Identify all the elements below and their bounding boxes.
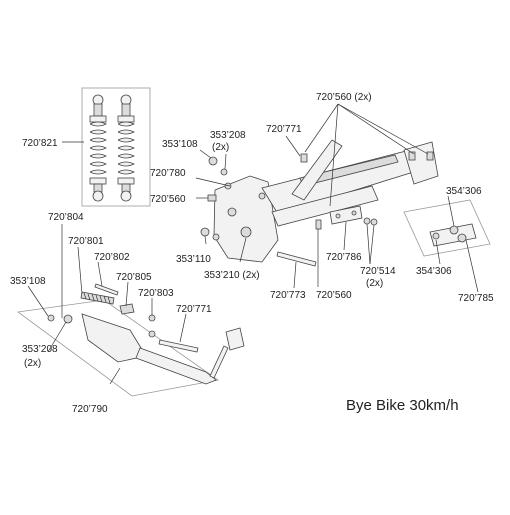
rear-bracket <box>403 141 439 185</box>
label-block: 720’805 <box>116 272 152 283</box>
label-end-cap: 354’306 <box>446 186 482 197</box>
stand-clip <box>148 330 156 338</box>
nut-mid-left <box>200 227 210 237</box>
nut-left <box>207 194 217 202</box>
label-clip-mid: 720’560 <box>316 290 352 301</box>
label-plate-mid: 720’786 <box>326 252 362 263</box>
part-labels: 720’821 353’108 353’208 (2x) 720’771 720… <box>10 92 494 415</box>
cap-right <box>432 232 440 240</box>
label-plate-left: 720’780 <box>150 168 186 179</box>
label-bolt-mid: 353’210 (2x) <box>204 270 260 281</box>
shock-absorber-right <box>117 94 135 202</box>
nut-top-left <box>208 156 218 166</box>
leader-lines <box>27 103 479 385</box>
stand-pin <box>158 339 199 353</box>
label-stand-top: 720’804 <box>48 212 84 223</box>
spring-pin <box>94 283 119 296</box>
label-cap-right: 354’306 <box>416 266 452 277</box>
right-bar-group <box>403 199 491 257</box>
label-nut-left: 720’560 <box>150 194 186 205</box>
label-stand-clip: 720’803 <box>138 288 174 299</box>
diagram-title: Bye Bike 30km/h <box>346 397 459 414</box>
washer-top-left-2 <box>224 182 232 190</box>
stand-clip-2 <box>148 314 156 322</box>
block <box>119 303 135 315</box>
clip-mid <box>315 219 322 230</box>
stand-leg <box>135 347 217 385</box>
stand-bolt-left <box>47 314 55 322</box>
shock-absorber-group <box>62 87 151 207</box>
label-stand-bolt-left: 353’108 <box>10 276 46 287</box>
label-brackets-top: 720’560 (2x) <box>316 92 372 103</box>
pin-mid <box>276 251 317 267</box>
label-stand-pin: 720’771 <box>176 304 212 315</box>
washer-mid-left <box>212 233 220 241</box>
label-bar-right: 720’785 <box>458 293 494 304</box>
label-arm-top: 720’771 <box>266 124 302 135</box>
label-stand-washer-qty: (2x) <box>24 358 41 369</box>
label-washer-tl-qty: (2x) <box>212 142 229 153</box>
stand-frame <box>16 299 220 397</box>
stand-washer <box>63 314 73 324</box>
bar-right <box>429 223 477 247</box>
middle-plate <box>329 205 363 225</box>
label-washer-tl: 353’208 <box>210 130 246 141</box>
bracket-b <box>408 151 416 161</box>
bracket-c <box>426 151 434 161</box>
label-stand-washer: 353’208 <box>22 344 58 355</box>
upper-arm <box>291 139 343 201</box>
screw-a <box>363 217 371 225</box>
shock-frame <box>81 87 151 207</box>
label-spring-pin: 720’802 <box>94 252 130 263</box>
label-frame-bolt-tl: 353’108 <box>162 139 198 150</box>
kickstand-group <box>16 283 245 397</box>
cross-tube <box>271 185 379 227</box>
right-frame <box>403 199 491 257</box>
stand-bracket <box>81 313 147 363</box>
label-shock: 720’821 <box>22 138 58 149</box>
stand-pedal <box>225 327 245 351</box>
label-nut-mid: 353’110 <box>176 254 211 265</box>
bracket-a <box>300 153 308 163</box>
screw-b <box>370 218 378 226</box>
label-stand: 720’790 <box>72 404 108 415</box>
swing-arm-assembly <box>200 139 439 267</box>
label-screw-mid: 720’514 <box>360 266 396 277</box>
label-pin-mid: 720’773 <box>270 290 306 301</box>
shock-absorber-left <box>89 94 107 202</box>
label-spring: 720’801 <box>68 236 104 247</box>
label-screw-mid-qty: (2x) <box>366 278 383 289</box>
washer-top-left <box>220 168 228 176</box>
